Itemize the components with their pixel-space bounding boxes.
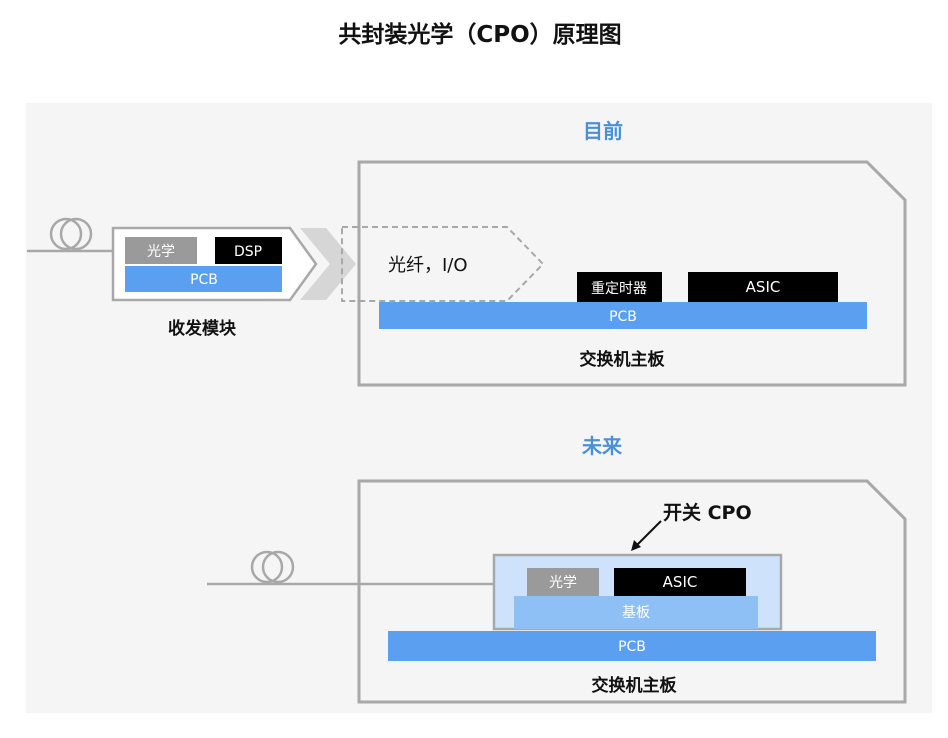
current-board-pcb-label: PCB: [609, 309, 637, 325]
retimer-block: [577, 272, 662, 302]
module-dsp-label: DSP: [234, 244, 262, 260]
future-board-pcb: [388, 631, 876, 661]
module-optics-block: [125, 237, 197, 264]
callout-arrow-icon: [631, 520, 662, 551]
current-heading: 目前: [583, 119, 623, 143]
module-pcb-block: [125, 266, 282, 292]
module-pcb-label: PCB: [190, 272, 218, 288]
future-fiber-coil-icon: [250, 550, 295, 584]
fiber-io-dashed-outline: [341, 226, 545, 302]
module-optics-label: 光学: [147, 244, 175, 260]
fiber-io-label: 光纤，I/O: [388, 255, 468, 276]
future-board-caption: 交换机主板: [592, 675, 678, 696]
future-optics-block: [527, 568, 599, 596]
retimer-label: 重定时器: [591, 281, 647, 297]
insertion-arrow-icon: [300, 228, 356, 300]
substrate-label: 基板: [622, 604, 650, 621]
current-switch-board-outline: [357, 160, 907, 387]
future-optics-label: 光学: [549, 575, 577, 591]
future-board-pcb-label: PCB: [618, 639, 646, 655]
background-panel: [26, 103, 932, 713]
substrate-block: [514, 596, 758, 629]
module-caption: 收发模块: [168, 318, 237, 339]
future-asic-label: ASIC: [663, 573, 698, 591]
current-board-caption: 交换机主板: [580, 349, 666, 370]
current-fiber-coil-icon: [49, 217, 93, 251]
cpo-callout-label: 开关 CPO: [663, 501, 752, 524]
current-asic-label: ASIC: [746, 278, 781, 296]
diagram-title: 共封装光学（CPO）原理图: [338, 21, 621, 48]
future-switch-board-outline: [357, 479, 907, 704]
future-heading: 未来: [582, 434, 623, 458]
future-asic-block: [614, 568, 746, 596]
current-board-pcb: [379, 302, 867, 329]
current-asic-block: [688, 272, 838, 302]
module-dsp-block: [215, 237, 282, 264]
